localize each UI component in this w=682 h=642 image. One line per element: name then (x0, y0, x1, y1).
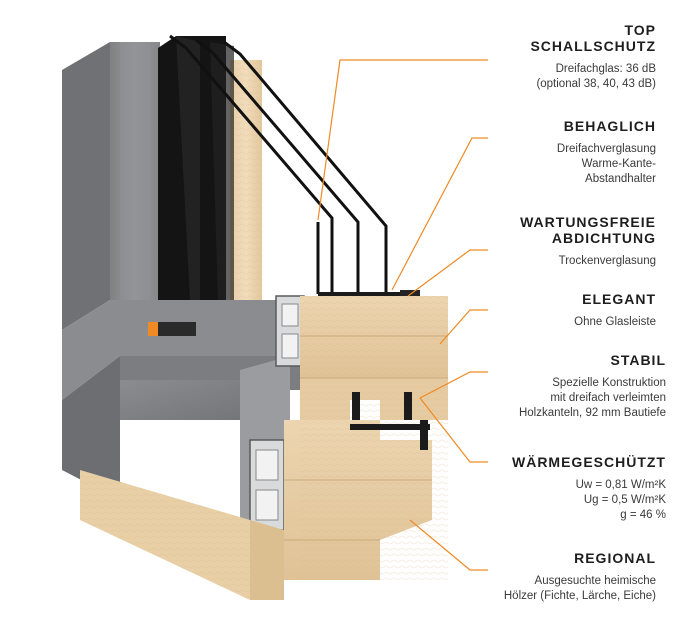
callout-description: Dreifachverglasung Warme-Kante- Abstandh… (556, 143, 656, 185)
callout-title: STABIL (610, 352, 666, 368)
callout-behaglich: BEHAGLICH Dreifachverglasung Warme-Kante… (557, 118, 656, 187)
callout-description: Trockenverglasung (558, 255, 656, 267)
callout-regional: REGIONAL Ausgesuchte heimische Hölzer (F… (504, 550, 656, 604)
leader-stabil (419, 371, 488, 399)
callout-description: Ohne Glasleiste (574, 316, 656, 328)
callout-title: REGIONAL (574, 550, 656, 566)
wood-cross-section (80, 296, 448, 600)
rekord-logo (148, 322, 196, 336)
leader-wartungsfreie-abdichtung (407, 249, 488, 297)
leader-lines (317, 59, 488, 571)
callout-description: Dreifachglas: 36 dB (optional 38, 40, 43… (536, 63, 656, 90)
callout-elegant: ELEGANT Ohne Glasleiste (574, 291, 656, 330)
leader-regional (409, 519, 488, 571)
callout-title: WARTUNGSFREIE ABDICHTUNG (520, 214, 656, 246)
callout-top-schallschutz: TOP SCHALLSCHUTZ Dreifachglas: 36 dB (op… (530, 22, 656, 92)
callout-title: BEHAGLICH (563, 118, 656, 134)
aluminium-frame-vertical (62, 42, 160, 330)
callout-waermegeschuetzt: WÄRMEGESCHÜTZT Uw = 0,81 W/m²K Ug = 0,5 … (512, 454, 666, 523)
callout-title: TOP SCHALLSCHUTZ (530, 22, 656, 54)
callout-stabil: STABIL Spezielle Konstruktion mit dreifa… (519, 352, 666, 421)
leader-elegant (439, 309, 488, 345)
callout-description: Spezielle Konstruktion mit dreifach verl… (518, 377, 666, 419)
leader-behaglich (391, 137, 488, 291)
callout-title: ELEGANT (582, 291, 656, 307)
triple-glazing (158, 34, 388, 300)
wood-frame-vertical (230, 60, 262, 300)
callout-description: Ausgesuchte heimische Hölzer (Fichte, Lä… (503, 575, 656, 602)
callout-title: WÄRMEGESCHÜTZT (512, 454, 666, 470)
leader-top-schallschutz (317, 59, 488, 221)
callout-description: Uw = 0,81 W/m²K Ug = 0,5 W/m²K g = 46 % (575, 479, 666, 521)
profile-chambers (249, 295, 305, 531)
callout-wartungsfreie-abdichtung: WARTUNGSFREIE ABDICHTUNG Trockenverglasu… (520, 214, 656, 269)
leader-waermegeschuetzt (419, 397, 488, 463)
